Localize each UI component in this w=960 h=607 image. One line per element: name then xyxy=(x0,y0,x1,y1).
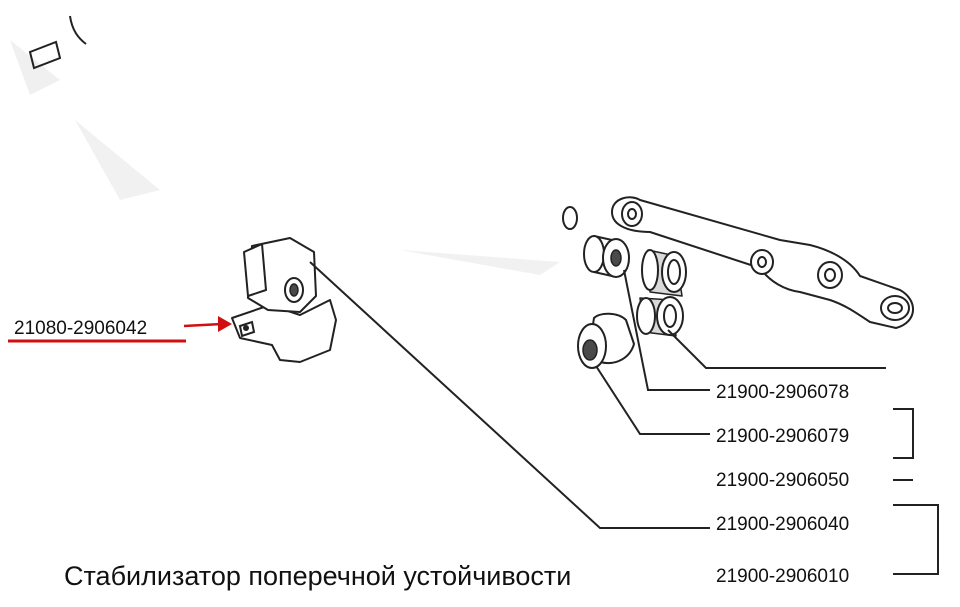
label-bracket: 21080-2906042 xyxy=(14,318,147,339)
label-2906078: 21900-2906078 xyxy=(716,382,849,403)
bracket-with-cushion xyxy=(231,237,337,363)
highlight-arrow xyxy=(8,316,232,343)
sleeve-2906079 xyxy=(636,296,684,337)
suspension-arm xyxy=(611,196,914,329)
bushing-2906040 xyxy=(577,312,635,369)
sleeve-2906050 xyxy=(641,249,687,297)
label-2906040: 21900-2906040 xyxy=(716,514,849,535)
label-2906050: 21900-2906050 xyxy=(716,470,849,491)
bushing-2906078 xyxy=(583,235,630,278)
diagram-title: Стабилизатор поперечной устойчивости xyxy=(64,561,571,591)
stabilizer-bar xyxy=(28,15,578,230)
leader-lines xyxy=(309,261,939,575)
label-2906010: 21900-2906010 xyxy=(716,566,849,587)
label-2906079: 21900-2906079 xyxy=(716,426,849,447)
